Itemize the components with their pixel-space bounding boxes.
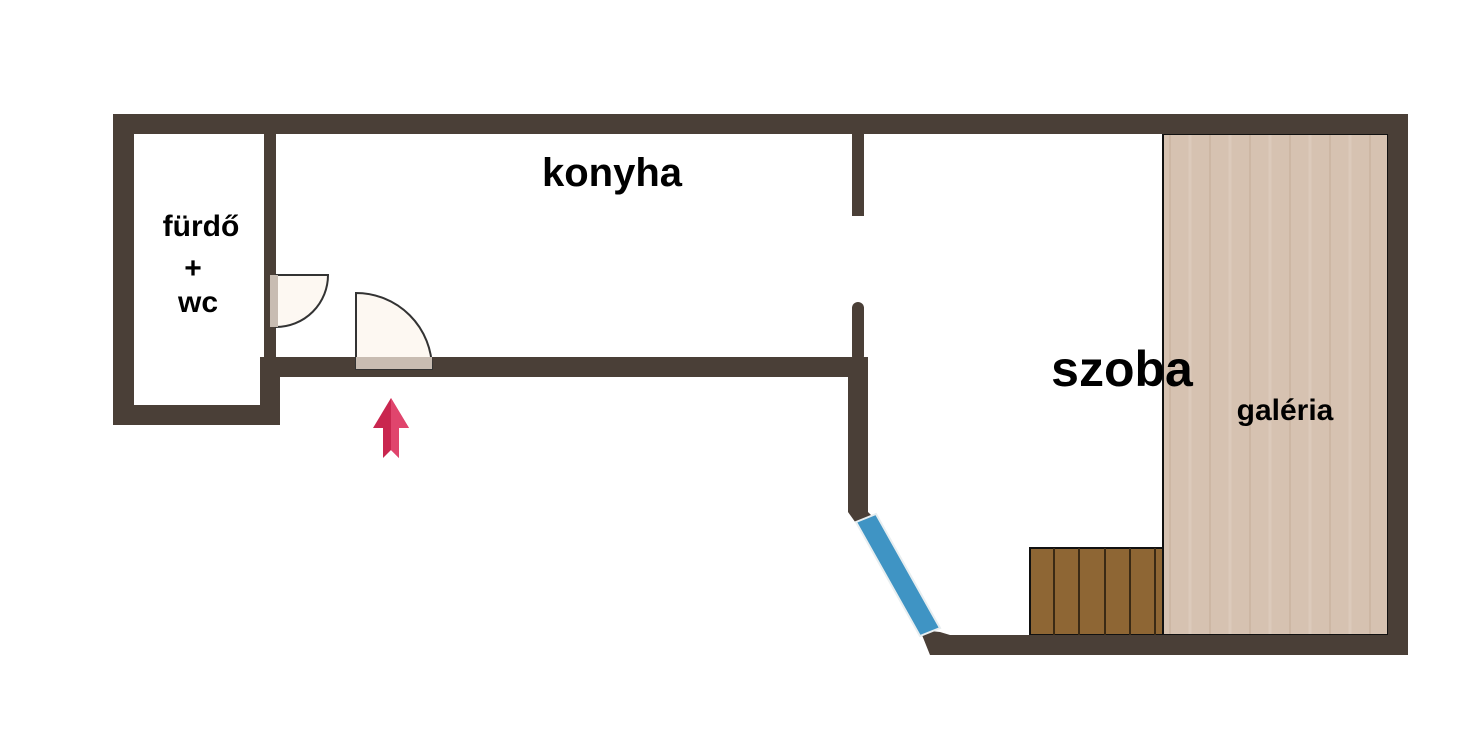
- stairs: [1029, 547, 1164, 636]
- room-label-bath-2: +: [184, 252, 202, 285]
- entrance-door[interactable]: [355, 291, 434, 370]
- room-label-gallery: galéria: [1237, 394, 1334, 427]
- room-label-bath-3: wc: [177, 286, 218, 319]
- room-label-kitchen: konyha: [542, 151, 683, 195]
- bathroom-door: [270, 274, 330, 329]
- room-label-room: szoba: [1051, 341, 1194, 397]
- window: [854, 512, 942, 638]
- entrance-arrow-icon: [373, 398, 409, 458]
- room-label-bath-1: fürdő: [163, 210, 240, 243]
- gallery-floor: [1162, 133, 1389, 636]
